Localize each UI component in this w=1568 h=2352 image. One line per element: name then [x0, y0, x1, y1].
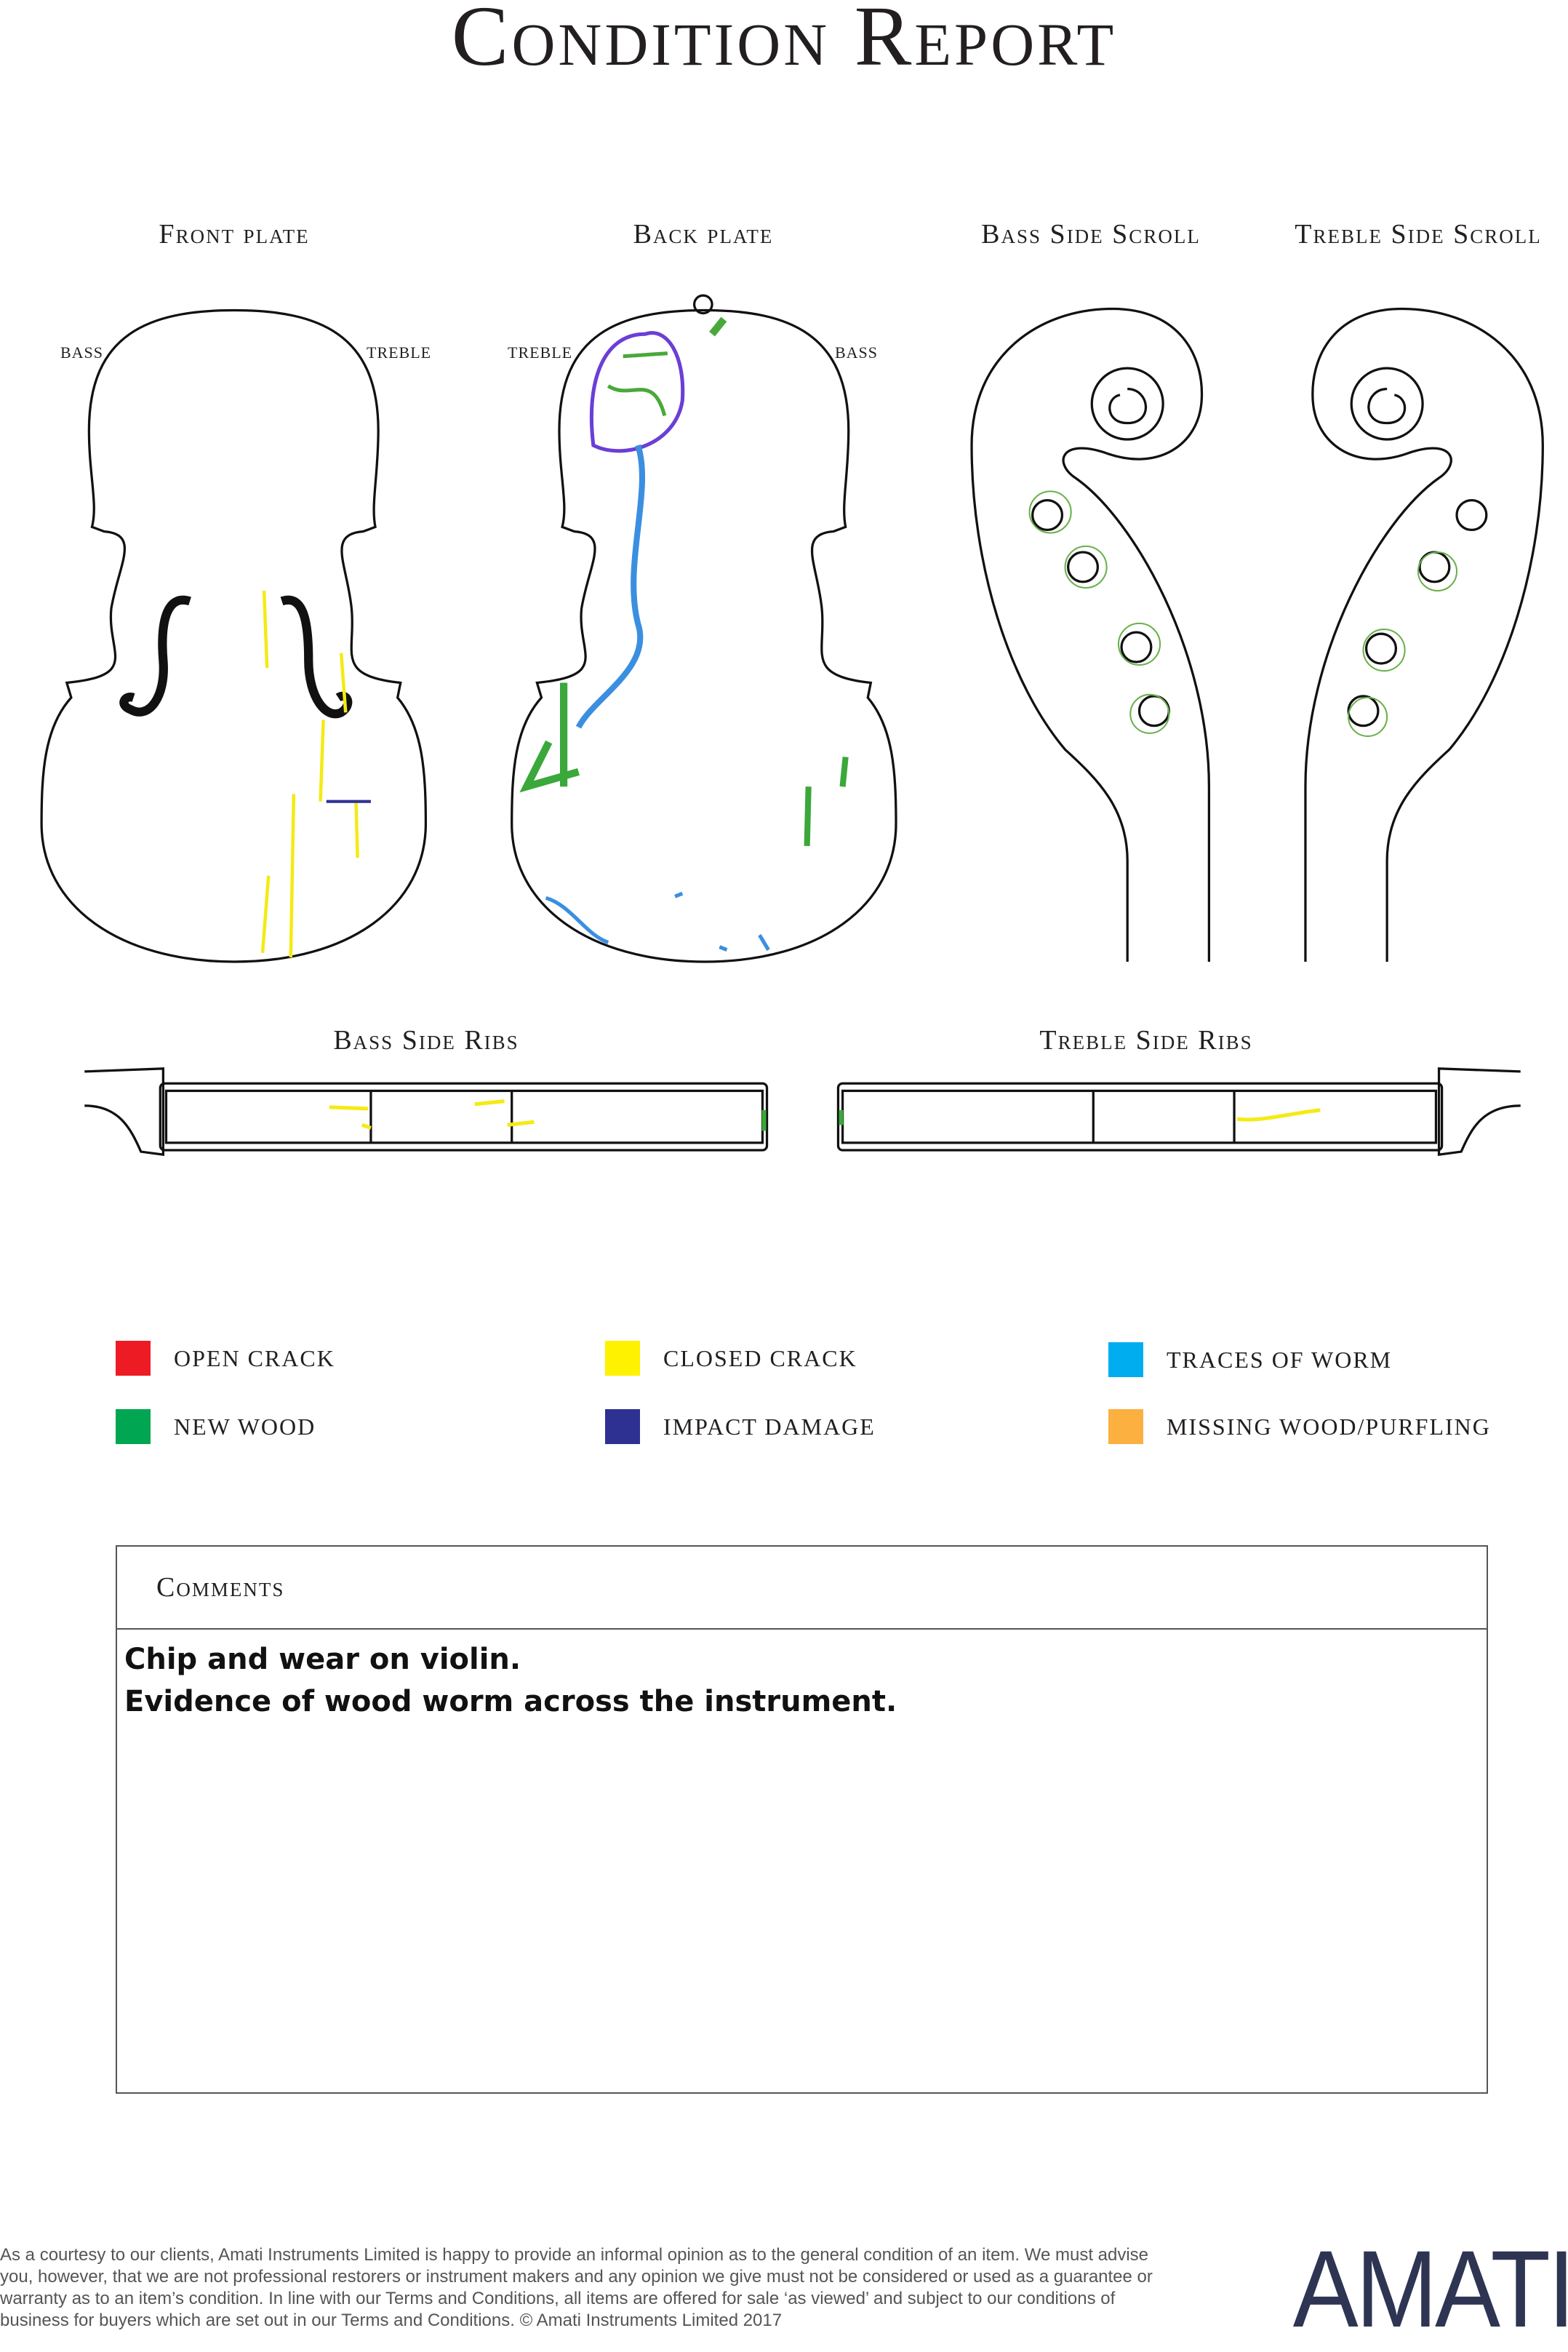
comment-line: Evidence of wood worm across the instrum…	[124, 1685, 897, 1718]
treble-side-scroll	[1304, 307, 1544, 962]
legend-label: Missing wood/purfling	[1167, 1413, 1491, 1440]
back-plate-outline	[511, 294, 897, 963]
page-title: Condition Report	[451, 0, 1117, 84]
bass-side-ribs	[84, 1067, 769, 1157]
f-hole-treble	[280, 595, 353, 719]
front-treble-side-label: Treble	[367, 343, 432, 362]
disclaimer-text: As a courtesy to our clients, Amati Inst…	[0, 2245, 1153, 2330]
legend-impact-damage: Impact damage	[605, 1409, 876, 1444]
legend-label: Closed crack	[663, 1344, 857, 1371]
front-bass-side-label: Bass	[60, 343, 104, 362]
traces-of-worm-swatch	[1108, 1342, 1143, 1377]
bass-side-ribs-label: Bass Side Ribs	[333, 1025, 519, 1056]
treble-side-ribs	[836, 1067, 1521, 1157]
legend-missing-wood: Missing wood/purfling	[1108, 1409, 1491, 1444]
impact-damage-swatch	[605, 1409, 640, 1444]
open-crack-swatch	[116, 1341, 151, 1376]
comments-text: Chip and wear on violin. Evidence of woo…	[117, 1630, 1487, 1731]
legend-label: New wood	[174, 1413, 316, 1440]
legend-new-wood: New wood	[116, 1409, 316, 1444]
front-plate-label: Front plate	[159, 219, 310, 250]
back-treble-side-label: Treble	[508, 343, 573, 362]
comment-line: Chip and wear on violin.	[124, 1643, 521, 1676]
back-bass-side-label: Bass	[835, 343, 879, 362]
legend-traces-of-worm: Traces of worm	[1108, 1342, 1392, 1377]
legend-closed-crack: Closed crack	[605, 1341, 857, 1376]
legend-open-crack: Open crack	[116, 1341, 335, 1376]
comments-box: Comments Chip and wear on violin. Eviden…	[116, 1545, 1488, 2094]
treble-side-scroll-label: Treble Side Scroll	[1295, 219, 1542, 250]
amati-logo: AMATI	[1292, 2228, 1568, 2350]
missing-wood-swatch	[1108, 1409, 1143, 1444]
new-wood-swatch	[116, 1409, 151, 1444]
legend-label: Impact damage	[663, 1413, 876, 1440]
comments-heading: Comments	[117, 1547, 1487, 1630]
front-plate-outline	[40, 308, 428, 963]
closed-crack-marks	[260, 590, 359, 957]
treble-side-ribs-label: Treble Side Ribs	[1039, 1025, 1253, 1056]
bass-side-scroll-label: Bass Side Scroll	[981, 219, 1201, 250]
legend-label: Traces of worm	[1167, 1346, 1393, 1373]
back-plate-markings	[519, 316, 849, 952]
f-hole-bass	[119, 595, 191, 717]
closed-crack-swatch	[605, 1341, 640, 1376]
bass-side-scroll	[970, 307, 1211, 962]
back-plate-label: Back plate	[633, 219, 774, 250]
legend-label: Open crack	[174, 1344, 335, 1371]
instrument-diagrams	[40, 294, 1544, 1157]
